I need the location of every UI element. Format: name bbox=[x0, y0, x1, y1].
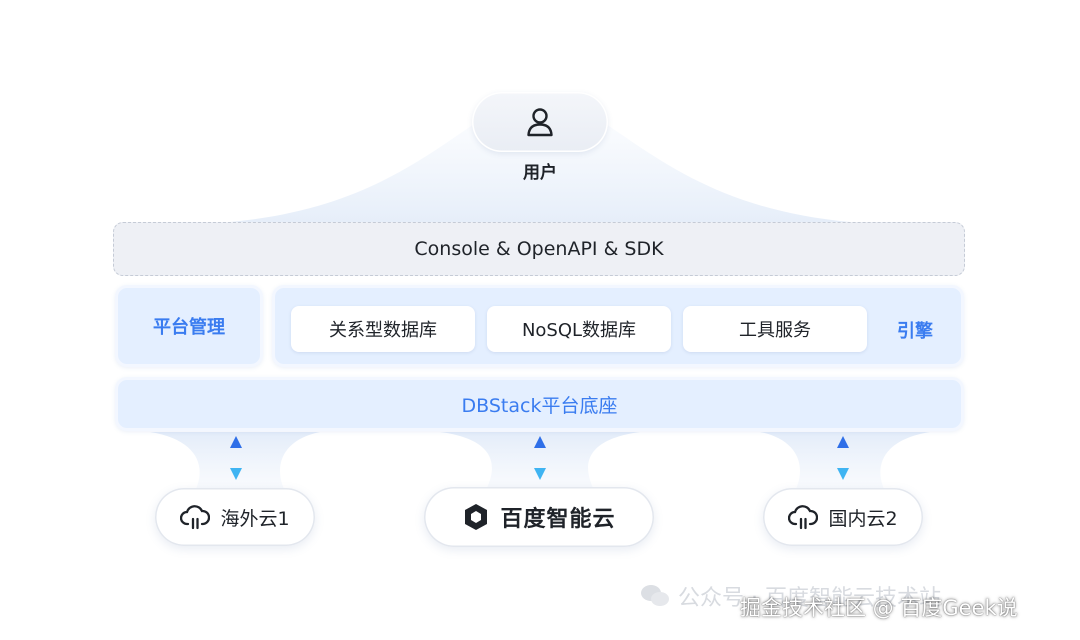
user-label: 用户 bbox=[523, 163, 557, 183]
wechat-watermark-text: 公众号 · 百度智能云技术站 bbox=[678, 586, 941, 611]
juejin-watermark: 掘金技术社区 @ 百度Geek说 bbox=[740, 596, 1018, 620]
overseas-cloud-1-node: 海外云1 bbox=[155, 488, 315, 546]
engine-card-label: NoSQL数据库 bbox=[521, 320, 637, 341]
platform-management-panel: 平台管理 bbox=[115, 285, 263, 367]
engine-card-tools: 工具服务 bbox=[683, 306, 867, 352]
cloud-icon bbox=[180, 505, 211, 530]
engine-card-label: 关系型数据库 bbox=[329, 320, 437, 341]
double-arrow-icon bbox=[837, 436, 849, 480]
console-label: Console & OpenAPI & SDK bbox=[414, 238, 664, 260]
baidu-cloud-wordmark: 百度智能云 bbox=[500, 507, 616, 532]
cloud-icon bbox=[788, 505, 819, 530]
platform-management-label: 平台管理 bbox=[153, 317, 225, 338]
baidu-cloud-logo-icon bbox=[465, 504, 488, 530]
engine-card-label: 工具服务 bbox=[739, 320, 811, 341]
user-node bbox=[472, 92, 608, 152]
dbstack-platform-base: DBStack平台底座 bbox=[115, 377, 964, 431]
engine-panel: 关系型数据库 NoSQL数据库 工具服务 引擎 bbox=[272, 285, 964, 367]
wechat-watermark: 公众号 · 百度智能云技术站 bbox=[640, 580, 941, 612]
console-openapi-sdk-layer: Console & OpenAPI & SDK bbox=[113, 222, 965, 276]
engine-label: 引擎 bbox=[897, 321, 933, 342]
dbstack-label: DBStack平台底座 bbox=[461, 394, 618, 417]
double-arrow-icon bbox=[230, 436, 242, 480]
cloud-label: 海外云1 bbox=[220, 507, 290, 530]
baidu-cloud-node: 百度智能云 bbox=[424, 487, 654, 547]
wechat-icon bbox=[641, 585, 669, 606]
double-arrow-icon bbox=[534, 436, 546, 480]
domestic-cloud-2-node: 国内云2 bbox=[763, 488, 923, 546]
engine-card-nosql: NoSQL数据库 bbox=[487, 306, 671, 352]
cloud-label: 国内云2 bbox=[828, 507, 898, 530]
engine-card-relational: 关系型数据库 bbox=[291, 306, 475, 352]
user-icon bbox=[527, 108, 553, 137]
